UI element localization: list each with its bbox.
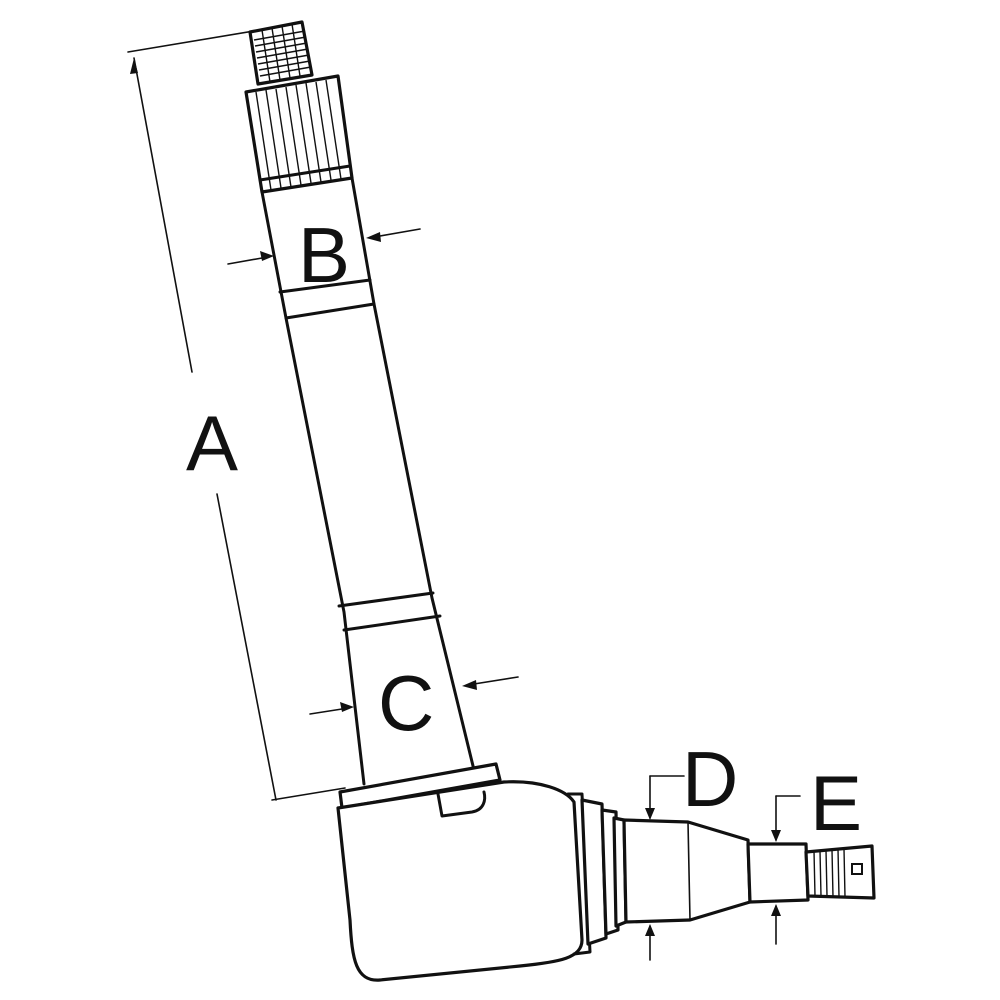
knuckle-collar — [338, 762, 502, 810]
dimension-d — [645, 775, 685, 961]
dim-a-line-lower — [216, 493, 277, 801]
knuckle-body — [336, 780, 592, 982]
dim-a-arrow-top — [130, 58, 138, 74]
label-c: C — [378, 659, 434, 747]
dim-a-top-extension — [127, 27, 273, 53]
spline-tip-top — [248, 20, 314, 86]
label-b: B — [298, 211, 350, 299]
label-e: E — [810, 759, 862, 847]
label-d: D — [682, 735, 738, 823]
dimension-a — [127, 27, 346, 801]
axle-d-section — [622, 818, 752, 924]
dimension-c — [309, 676, 519, 715]
dimension-e — [771, 795, 801, 945]
dim-a-bottom-extension — [271, 787, 346, 801]
axle-e-section — [746, 842, 810, 904]
label-a: A — [186, 399, 238, 487]
dimension-b — [227, 228, 421, 265]
spindle-shaft — [260, 176, 476, 786]
dim-a-line-upper — [133, 57, 193, 373]
threaded-end — [804, 844, 876, 900]
spline-section — [244, 74, 354, 194]
axle-shoulders — [580, 798, 628, 946]
